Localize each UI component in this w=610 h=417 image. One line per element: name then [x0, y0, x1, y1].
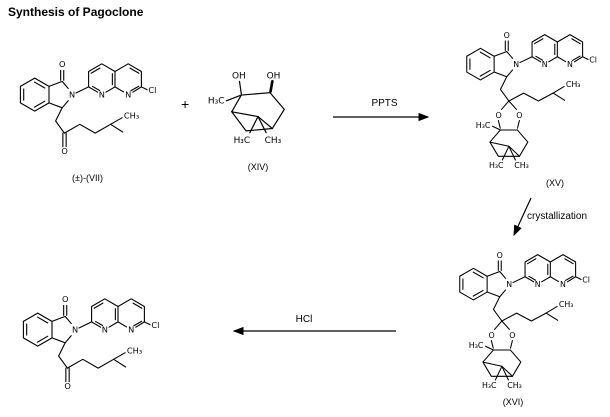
product-pagoclone-structure: [8, 290, 173, 400]
compound-xv-structure: [452, 26, 610, 176]
compound-vii-structure: [5, 55, 170, 165]
compound-vii-label: (±)-(VII): [72, 173, 103, 183]
scheme-title: Synthesis of Pagoclone: [8, 5, 144, 19]
crystallization-label: crystallization: [526, 211, 588, 222]
plus-sign: +: [181, 96, 190, 112]
hcl-label: HCl: [295, 314, 313, 325]
compound-xvi-structure: [445, 246, 603, 396]
compound-xv-label: (XV): [546, 178, 564, 188]
compound-xiv-label: (XIV): [247, 162, 269, 172]
ppts-label: PPTS: [371, 98, 398, 109]
compound-xvi-label: (XVI): [502, 397, 524, 407]
compound-xiv-structure: [203, 64, 313, 150]
